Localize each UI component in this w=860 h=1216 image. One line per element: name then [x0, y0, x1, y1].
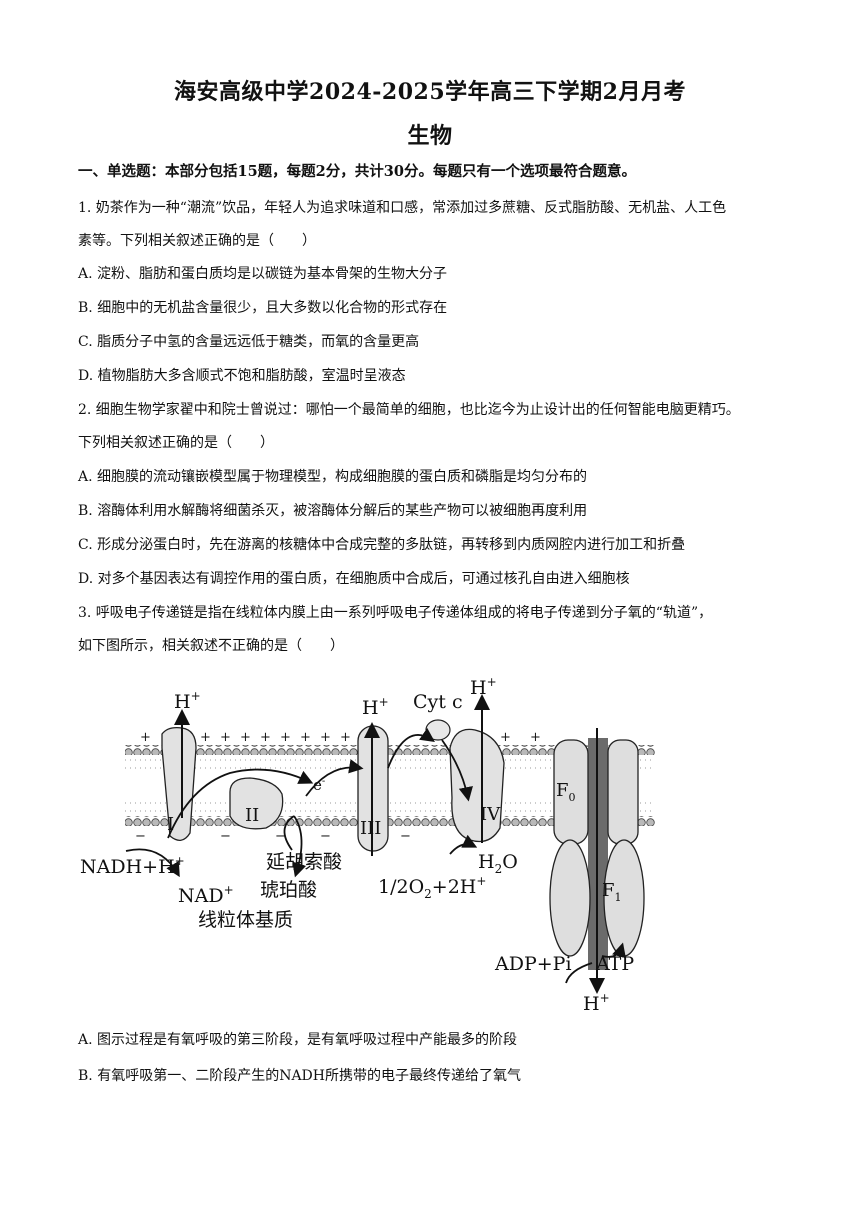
- svg-text:+: +: [320, 730, 331, 745]
- q3-option-b: B. 有氧呼吸第一、二阶段产生的NADH所携带的电子最终传递给了氧气: [78, 1068, 521, 1084]
- svg-text:+: +: [530, 730, 541, 745]
- electron-flow-arrows: [125, 727, 626, 984]
- section-heading: 一、单选题：本部分包括15题，每题2分，共计30分。每题只有一个选项最符合题意。: [78, 163, 636, 180]
- atp-label: ATP: [595, 953, 634, 975]
- q1-stem-line2: 素等。下列相关叙述正确的是（ ）: [78, 233, 316, 249]
- svg-text:−: −: [320, 829, 331, 844]
- h-plus-label-4: H+: [583, 991, 610, 1015]
- svg-text:+: +: [200, 730, 211, 745]
- svg-text:+: +: [500, 730, 511, 745]
- svg-text:−: −: [135, 829, 146, 844]
- complex-iv-label: IV: [480, 804, 501, 825]
- svg-text:+: +: [300, 730, 311, 745]
- svg-text:+: +: [240, 730, 251, 745]
- oxygen-label: 1/2O2+2H+: [378, 874, 486, 901]
- svg-text:+: +: [220, 730, 231, 745]
- q2-stem-line2: 下列相关叙述正确的是（ ）: [78, 435, 274, 451]
- water-label: H2O: [478, 851, 518, 876]
- svg-text:+: +: [140, 730, 151, 745]
- q3-stem-line1: 3. 呼吸电子传递链是指在线粒体内膜上由一系列呼吸电子传递体组成的将电子传递到分…: [78, 605, 713, 621]
- svg-text:+: +: [280, 730, 291, 745]
- complex-i: I: [161, 726, 197, 841]
- proton-arrows: [174, 694, 605, 994]
- h-plus-label-2: H+: [362, 695, 389, 719]
- svg-text:−: −: [220, 829, 231, 844]
- complex-ii-label: II: [245, 805, 259, 826]
- adp-label: ADP+Pi: [494, 953, 572, 975]
- h-plus-label-1: H+: [174, 689, 201, 713]
- succinate-label: 琥珀酸: [260, 879, 317, 901]
- matrix-label: 线粒体基质: [198, 909, 293, 931]
- nad-label: NAD+: [178, 883, 234, 907]
- complex-ii: II: [229, 777, 284, 830]
- q2-option-a: A. 细胞膜的流动镶嵌模型属于物理模型，构成细胞膜的蛋白质和磷脂是均匀分布的: [78, 469, 588, 485]
- q3-option-a: A. 图示过程是有氧呼吸的第三阶段，是有氧呼吸过程中产能最多的阶段: [78, 1032, 518, 1048]
- subject-title: 生物: [407, 123, 453, 149]
- f0-label: F0: [556, 780, 576, 804]
- q1-option-d: D. 植物脂肪大多含顺式不饱和脂肪酸，室温时呈液态: [78, 368, 406, 384]
- complex-iii-label: III: [360, 818, 381, 839]
- cytc-label: Cyt c: [413, 691, 463, 713]
- electron-label: e-: [313, 776, 325, 794]
- complex-i-label: I: [167, 814, 174, 835]
- q1-option-c: C. 脂质分子中氢的含量远远低于糖类，而氧的含量更高: [78, 334, 420, 350]
- exam-title: 海安高级中学2024-2025学年高三下学期2月月考: [174, 79, 686, 105]
- svg-text:−: −: [275, 829, 286, 844]
- electron-transport-chain-figure: +++ +++ +++ +++ −−− −−− I II III Cyt: [80, 675, 655, 1015]
- q2-option-d: D. 对多个基因表达有调控作用的蛋白质，在细胞质中合成后，可通过核孔自由进入细胞…: [78, 571, 630, 587]
- q1-option-b: B. 细胞中的无机盐含量很少，且大多数以化合物的形式存在: [78, 300, 448, 316]
- q1-stem-line1: 1. 奶茶作为一种“潮流”饮品，年轻人为追求味道和口感，常添加过多蔗糖、反式脂肪…: [78, 200, 727, 216]
- svg-text:−: −: [400, 829, 411, 844]
- h-plus-label-3: H+: [470, 675, 497, 699]
- complex-iv: IV: [449, 728, 505, 843]
- svg-text:+: +: [260, 730, 271, 745]
- q2-stem-line1: 2. 细胞生物学家翟中和院士曾说过：哪怕一个最简单的细胞，也比迄今为止设计出的任…: [78, 402, 740, 418]
- q2-option-c: C. 形成分泌蛋白时，先在游离的核糖体中合成完整的多肽链，再转移到内质网腔内进行…: [78, 537, 686, 553]
- nadh-label: NADH+H+: [80, 854, 185, 878]
- f1-label: F1: [602, 880, 622, 904]
- cytochrome-c: Cyt c: [413, 691, 463, 741]
- fumarate-label: 延胡索酸: [266, 851, 342, 873]
- q3-stem-line2: 如下图所示，相关叙述不正确的是（ ）: [78, 638, 344, 654]
- q1-option-a: A. 淀粉、脂肪和蛋白质均是以碳链为基本骨架的生物大分子: [78, 266, 448, 282]
- svg-text:+: +: [340, 730, 351, 745]
- q2-option-b: B. 溶酶体利用水解酶将细菌杀灭，被溶酶体分解后的某些产物可以被细胞再度利用: [78, 503, 588, 519]
